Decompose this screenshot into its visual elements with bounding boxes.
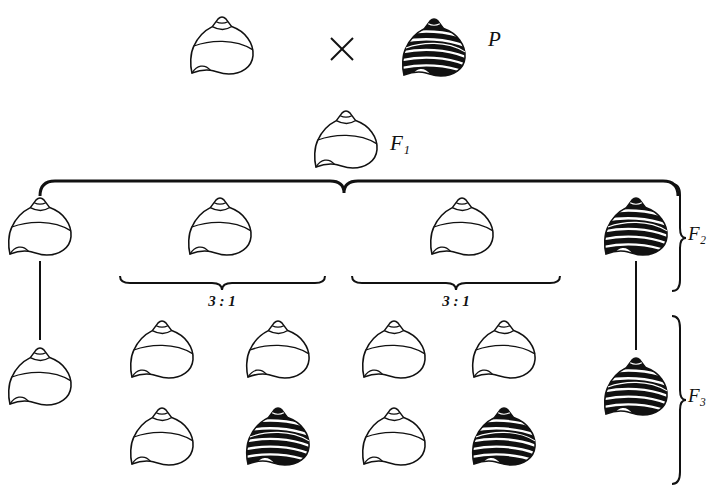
unbanded-snail: [315, 111, 377, 168]
unbanded-snail: [191, 17, 253, 74]
unbanded-snail: [473, 321, 535, 378]
unbanded-snail: [431, 198, 493, 255]
banded-snail: [470, 408, 538, 465]
generation-label: F₁: [390, 132, 410, 155]
unbanded-snail: [131, 321, 193, 378]
unbanded-snail: [363, 321, 425, 378]
banded-snail: [244, 408, 312, 465]
unbanded-snail: [9, 348, 71, 405]
banded-snail: [602, 358, 670, 415]
unbanded-snail: [9, 198, 71, 255]
brace: [672, 184, 686, 291]
brace: [672, 316, 686, 484]
unbanded-snail: [189, 198, 251, 255]
banded-snail: [602, 198, 670, 255]
unbanded-snail: [247, 321, 309, 378]
descent-line: [635, 261, 637, 350]
bracket: [40, 181, 678, 196]
banded-snail: [400, 19, 468, 76]
unbanded-snail: [131, 408, 193, 465]
cross-symbol: [331, 38, 353, 60]
brace: [120, 276, 325, 290]
generation-label: P: [488, 28, 501, 51]
generation-label: F₂: [688, 224, 706, 245]
unbanded-snail: [363, 408, 425, 465]
descent-line: [39, 261, 41, 340]
ratio-label: 3 : 1: [442, 293, 470, 310]
brace: [352, 276, 560, 290]
ratio-label: 3 : 1: [208, 293, 236, 310]
generation-label: F₃: [688, 386, 706, 407]
